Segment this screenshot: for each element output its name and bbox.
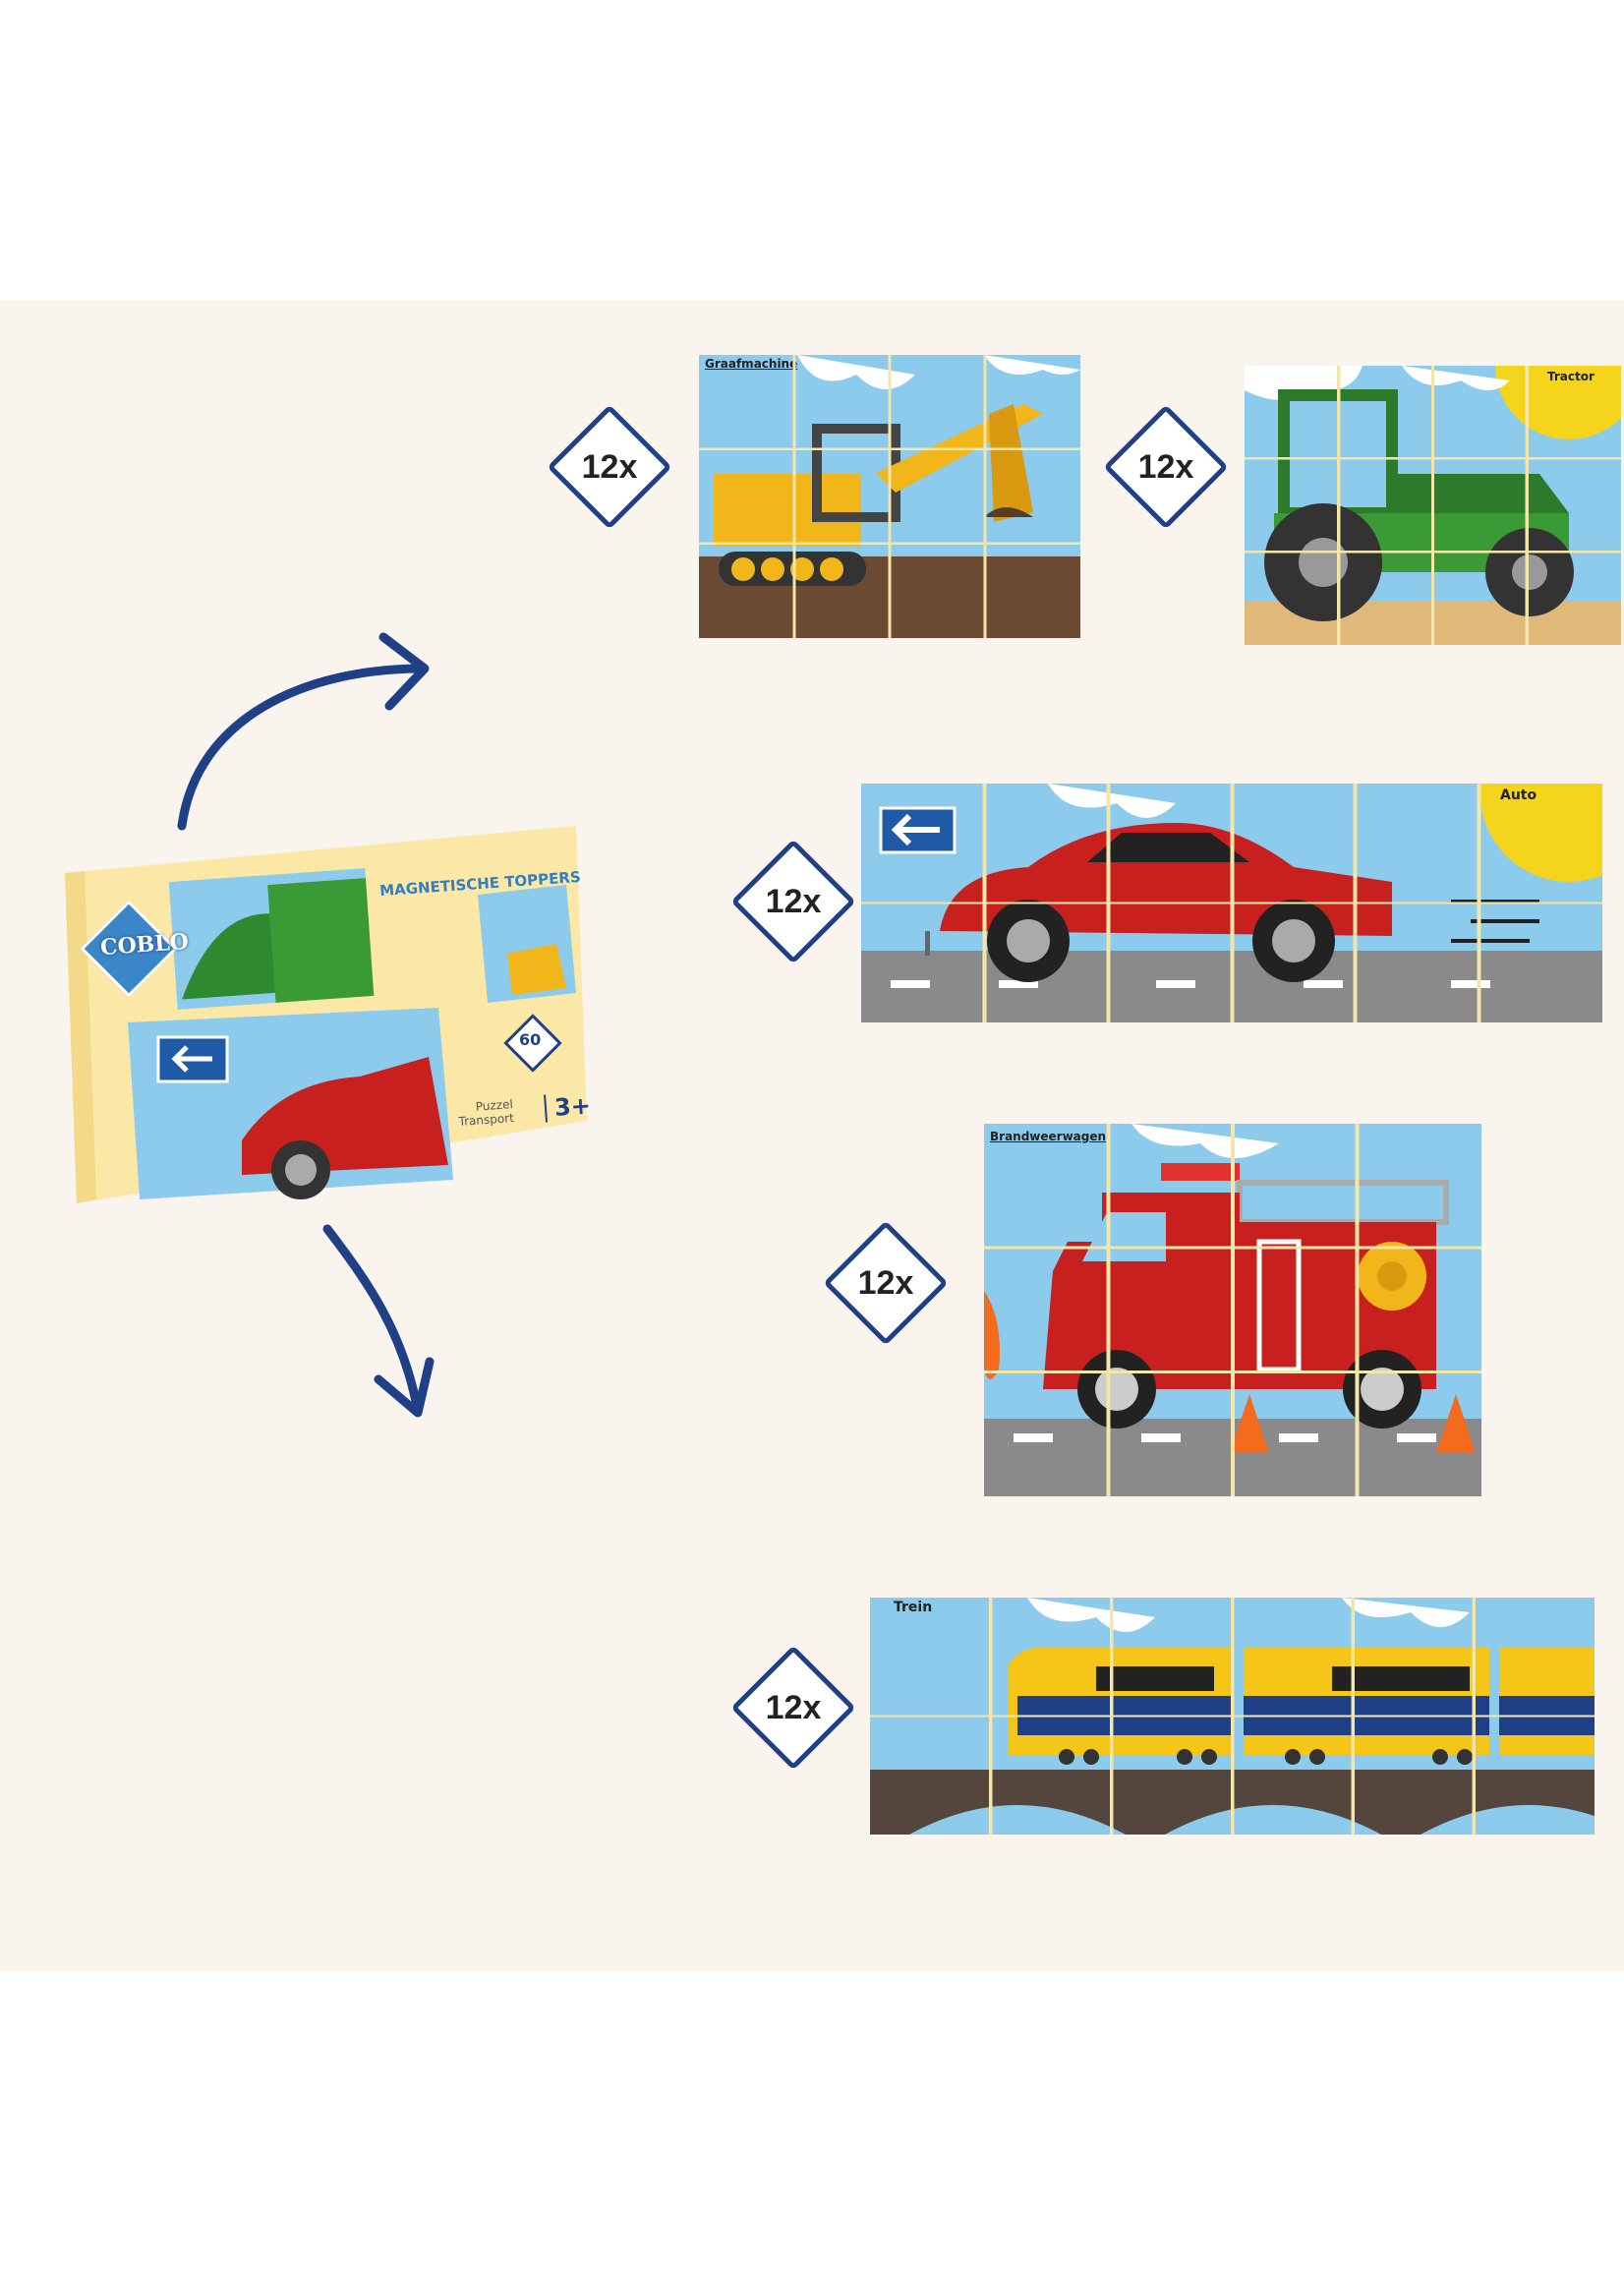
puzzle-title: Auto: [1500, 787, 1537, 803]
puzzle-title: Graafmachine: [705, 357, 798, 371]
quantity-badge: 12x: [1103, 404, 1229, 530]
box-illustration: [65, 826, 587, 1203]
quantity-badge: 12x: [730, 1645, 856, 1771]
puzzle-title: Trein: [894, 1600, 933, 1615]
quantity-label: 12x: [581, 447, 638, 486]
train-illustration: [870, 1598, 1595, 1835]
quantity-label: 12x: [765, 882, 822, 920]
arrow-up-icon: [177, 632, 430, 831]
quantity-label: 12x: [857, 1263, 914, 1302]
quantity-badge: 12x: [823, 1220, 949, 1346]
puzzle-excavator: Graafmachine: [699, 355, 1080, 638]
pieces-count: 60: [519, 1030, 542, 1049]
puzzle-title: Tractor: [1547, 370, 1595, 383]
age-label: 3+: [544, 1091, 592, 1123]
puzzle-car: Auto: [861, 784, 1602, 1022]
puzzle-tractor: Tractor: [1245, 366, 1621, 645]
puzzle-title: Brandweerwagen: [990, 1130, 1107, 1143]
excavator-illustration: [699, 355, 1080, 638]
box-category: Puzzel Transport: [457, 1097, 514, 1129]
product-box: COBLO MAGNETISCHE TOPPERS 60 Puzzel Tran…: [65, 826, 592, 1203]
quantity-badge: 12x: [547, 404, 672, 530]
quantity-label: 12x: [765, 1688, 822, 1726]
car-illustration: [861, 784, 1602, 1022]
arrow-down-icon: [322, 1224, 435, 1418]
puzzle-firetruck: Brandweerwagen: [984, 1124, 1481, 1496]
puzzle-train: Trein: [870, 1598, 1595, 1835]
tractor-illustration: [1245, 366, 1621, 645]
quantity-label: 12x: [1137, 447, 1194, 486]
quantity-badge: 12x: [730, 839, 856, 964]
firetruck-illustration: [984, 1124, 1481, 1496]
